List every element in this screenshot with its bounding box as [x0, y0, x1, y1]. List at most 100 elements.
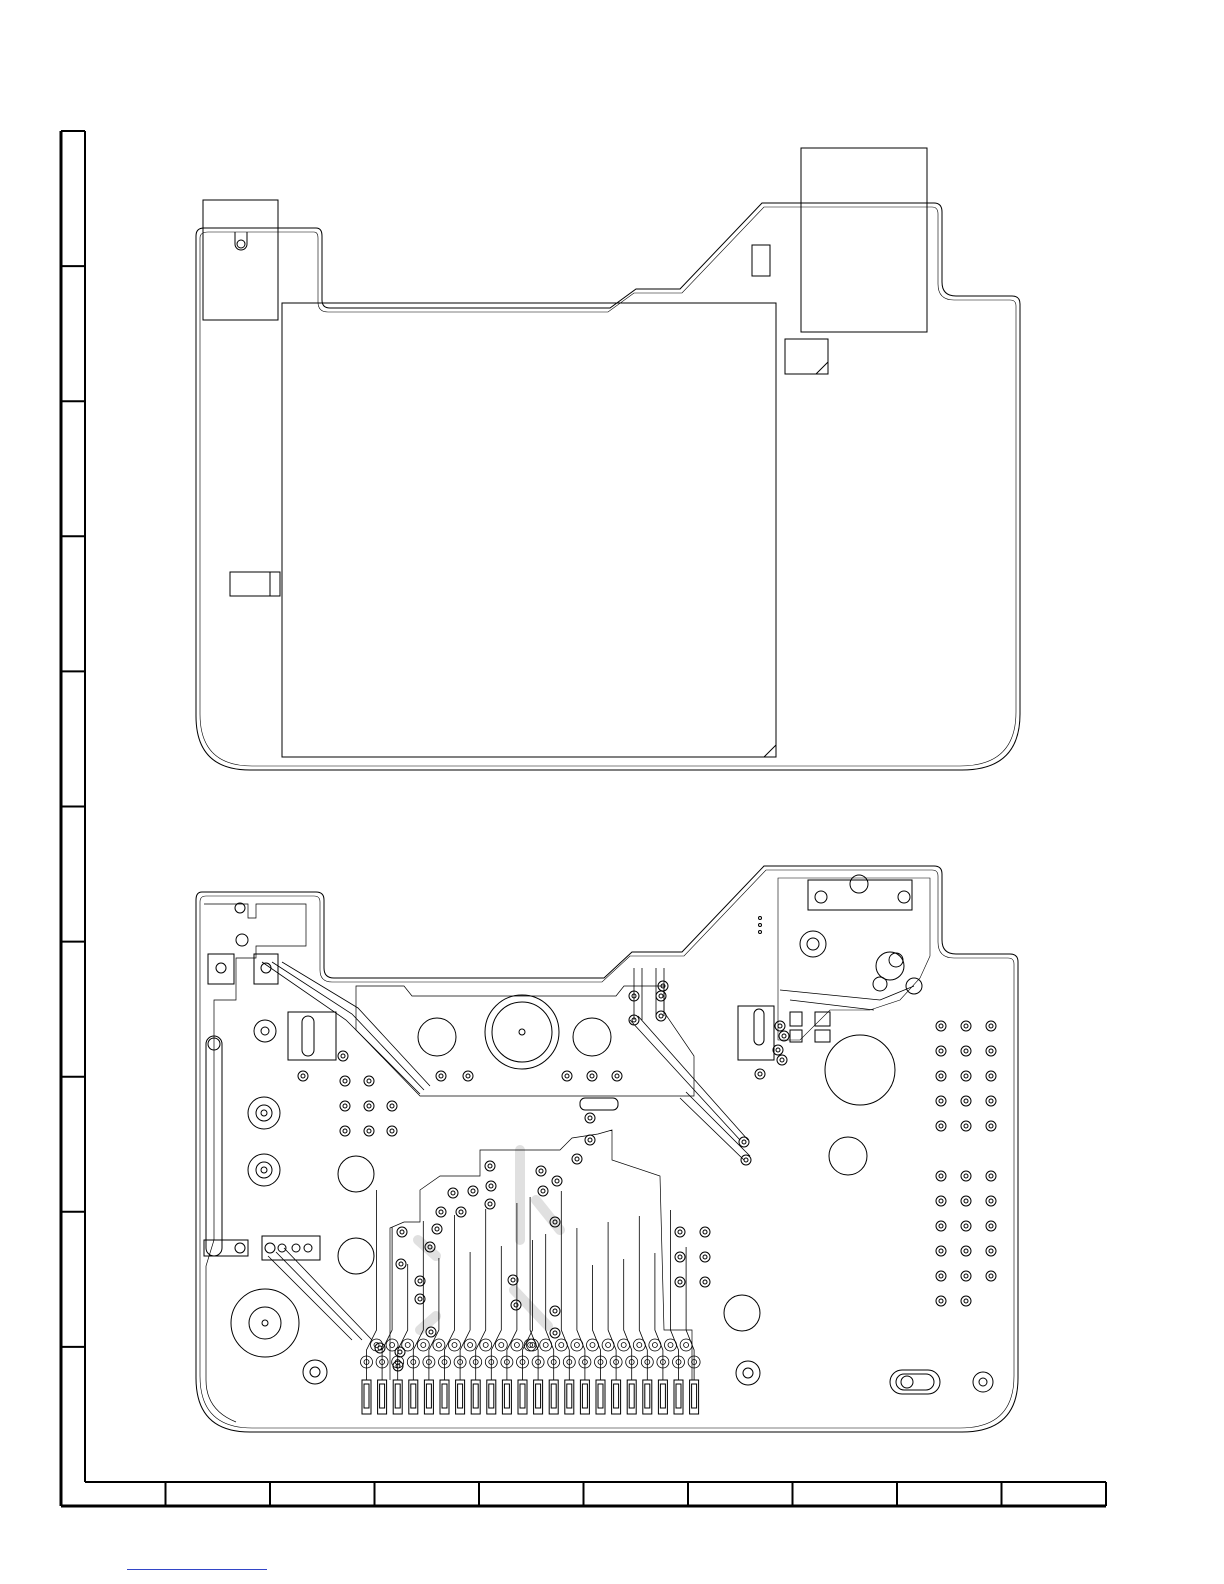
via-pad [468, 1186, 478, 1196]
via-pad [986, 1271, 996, 1281]
via-pad [387, 1126, 397, 1136]
via-pad [550, 1306, 560, 1316]
via-pad [775, 1021, 785, 1031]
via-pad [700, 1252, 710, 1262]
via-pad [602, 1339, 614, 1351]
small-component [752, 245, 770, 276]
via-pad [585, 1113, 595, 1123]
page-link[interactable] [127, 1555, 267, 1570]
via-pad [436, 1207, 446, 1217]
via-pad [536, 1166, 546, 1176]
via-pad [395, 1347, 405, 1357]
via-pad [464, 1339, 476, 1351]
via-pad [387, 1101, 397, 1111]
via-pad [540, 1339, 552, 1351]
via-pad [340, 1076, 350, 1086]
via-pad [364, 1076, 374, 1086]
via-pad [675, 1227, 685, 1237]
via-pad [755, 1069, 765, 1079]
via-pad [585, 1135, 595, 1145]
via-pad [480, 1339, 492, 1351]
via-pad [936, 1296, 946, 1306]
via-pad [485, 1161, 495, 1171]
finger-contact [409, 1380, 418, 1414]
via-pad [936, 1121, 946, 1131]
via-pad [397, 1227, 407, 1237]
finger-contact [658, 1380, 667, 1414]
via-pad [572, 1154, 582, 1164]
via-pad [485, 1199, 495, 1209]
large-pad [825, 1035, 895, 1105]
via-pad [986, 1071, 996, 1081]
via-pad [986, 1196, 996, 1206]
via-pad [656, 1011, 666, 1021]
via-pad [340, 1126, 350, 1136]
via-pad [571, 1339, 583, 1351]
finger-contact [596, 1380, 605, 1414]
finger-contact [565, 1380, 574, 1414]
mounting-slot [235, 232, 247, 250]
via-pad [550, 1328, 560, 1338]
via-pad [364, 1126, 374, 1136]
via-pad [936, 1046, 946, 1056]
via-pad [986, 1096, 996, 1106]
via-pad [417, 1339, 429, 1351]
via-pad [936, 1021, 946, 1031]
via-pad [961, 1196, 971, 1206]
via-pad [396, 1259, 406, 1269]
via-pad [700, 1277, 710, 1287]
via-pad [538, 1186, 548, 1196]
pad-array [298, 981, 996, 1371]
via-pad [562, 1071, 572, 1081]
via-pad [936, 1171, 946, 1181]
lcd-module-area [282, 303, 776, 757]
via-pad [936, 1196, 946, 1206]
via-pad [961, 1221, 971, 1231]
via-pad [741, 1155, 751, 1165]
via-pad [961, 1121, 971, 1131]
via-pad [700, 1227, 710, 1237]
via-pad [936, 1246, 946, 1256]
finger-contact [487, 1380, 496, 1414]
finger-contact [612, 1380, 621, 1414]
via-pad [656, 991, 666, 1001]
finger-contact [424, 1380, 433, 1414]
finger-contact [362, 1380, 371, 1414]
via-pad [986, 1121, 996, 1131]
via-pad [338, 1051, 348, 1061]
speaker-boss [485, 995, 559, 1069]
via-pad [511, 1300, 521, 1310]
via-pad [961, 1046, 971, 1056]
via-pad [612, 1071, 622, 1081]
via-pad [936, 1221, 946, 1231]
via-pad [665, 1339, 677, 1351]
via-pad [961, 1171, 971, 1181]
via-pad [649, 1339, 661, 1351]
via-pad [739, 1137, 749, 1147]
via-pad [777, 1055, 787, 1065]
via-pad [779, 1031, 789, 1041]
finger-contact [549, 1380, 558, 1414]
via-pad [495, 1339, 507, 1351]
via-pad [936, 1096, 946, 1106]
via-pad [463, 1071, 473, 1081]
via-pad [364, 1101, 374, 1111]
finger-contact [378, 1380, 387, 1414]
via-pad [961, 1296, 971, 1306]
via-pad [340, 1101, 350, 1111]
via-pad [961, 1271, 971, 1281]
via-pad [680, 1339, 692, 1351]
connector-trace-fan [361, 1130, 701, 1380]
via-pad [456, 1207, 466, 1217]
via-pad [961, 1021, 971, 1031]
via-pad [961, 1096, 971, 1106]
bottom-zone-ticks [166, 1482, 1002, 1506]
via-pad [986, 1221, 996, 1231]
connector-footprint [203, 200, 278, 320]
finger-contact [502, 1380, 511, 1414]
via-pad [986, 1021, 996, 1031]
via-pad [587, 1071, 597, 1081]
via-pad [448, 1188, 458, 1198]
finger-contact [456, 1380, 465, 1414]
